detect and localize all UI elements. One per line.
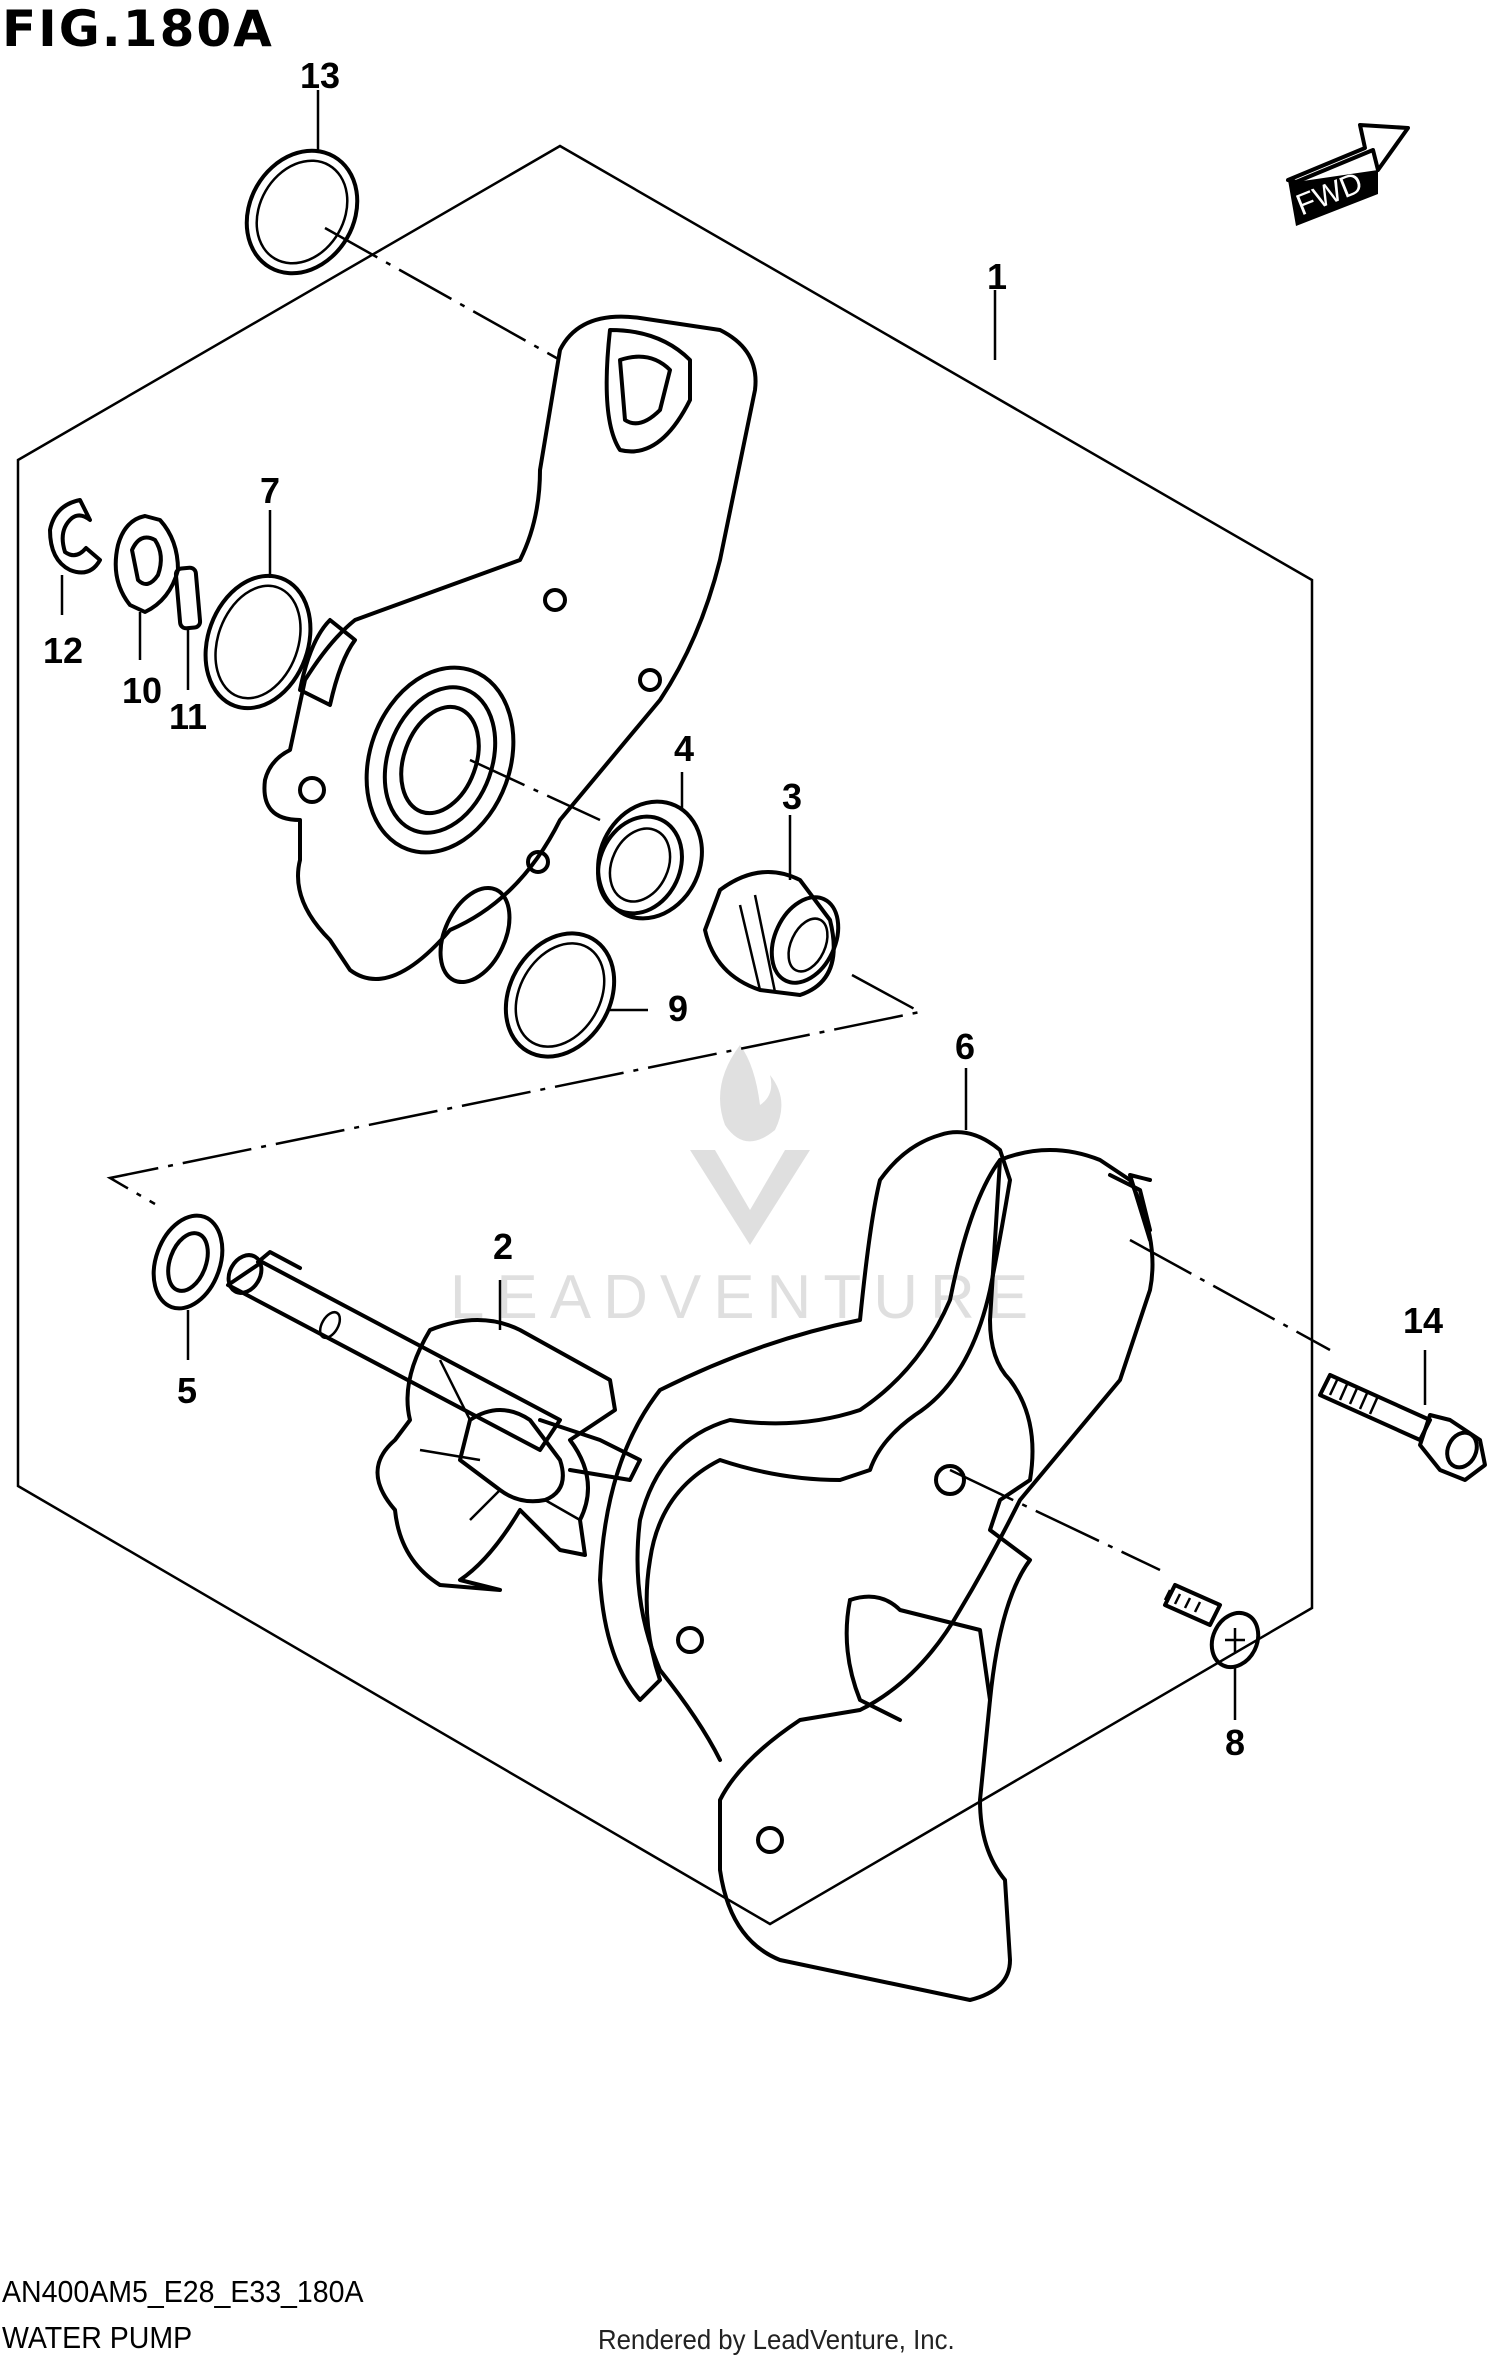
part-12-e-clip [48, 498, 102, 575]
pump-case-upper [262, 314, 758, 985]
part-10-drive-plate [113, 514, 180, 614]
part-2-impeller-shaft [226, 1250, 642, 1592]
part-11-pin [173, 565, 203, 631]
part-6-o-ring [598, 1130, 1012, 1702]
figure-title: FIG.180A [2, 0, 274, 58]
part-7-o-ring [203, 573, 313, 711]
callout-6[interactable]: 6 [954, 1026, 976, 1067]
callout-5[interactable]: 5 [176, 1370, 198, 1411]
callout-8[interactable]: 8 [1224, 1722, 1246, 1763]
callout-7[interactable]: 7 [259, 470, 281, 511]
callout-11[interactable]: 11 [168, 696, 208, 737]
leadventure-watermark: LEADVENTURE [450, 1045, 1040, 1332]
figure-code: AN400AM5_E28_E33_180A [2, 2274, 364, 2309]
leader-lines [60, 90, 1427, 1720]
callout-4[interactable]: 4 [673, 728, 695, 769]
assembly-outline [16, 144, 1314, 1926]
callout-1[interactable]: 1 [986, 256, 1008, 297]
rendered-by-credit: Rendered by LeadVenture, Inc. [598, 2324, 955, 2355]
part-14-flange-bolt [1318, 1373, 1487, 1482]
pump-cover-lower [635, 1148, 1155, 2002]
callout-10[interactable]: 10 [121, 670, 163, 711]
callout-12[interactable]: 12 [42, 630, 84, 671]
fwd-arrow-icon: FWD [1286, 123, 1410, 226]
callout-13[interactable]: 13 [299, 55, 341, 96]
figure-name: WATER PUMP [2, 2320, 193, 2355]
part-5-washer [151, 1213, 225, 1311]
callout-3[interactable]: 3 [781, 776, 803, 817]
part-13-o-ring [244, 148, 360, 276]
callout-14[interactable]: 14 [1402, 1300, 1444, 1341]
part-3-mechanical-seal [703, 870, 841, 997]
part-8-bolt [1163, 1583, 1261, 1670]
part-4-oil-seal [596, 799, 704, 921]
callout-9[interactable]: 9 [667, 988, 689, 1029]
callout-2[interactable]: 2 [492, 1226, 514, 1267]
watermark-text: LEADVENTURE [450, 1263, 1040, 1332]
part-9-o-ring [503, 931, 617, 1059]
